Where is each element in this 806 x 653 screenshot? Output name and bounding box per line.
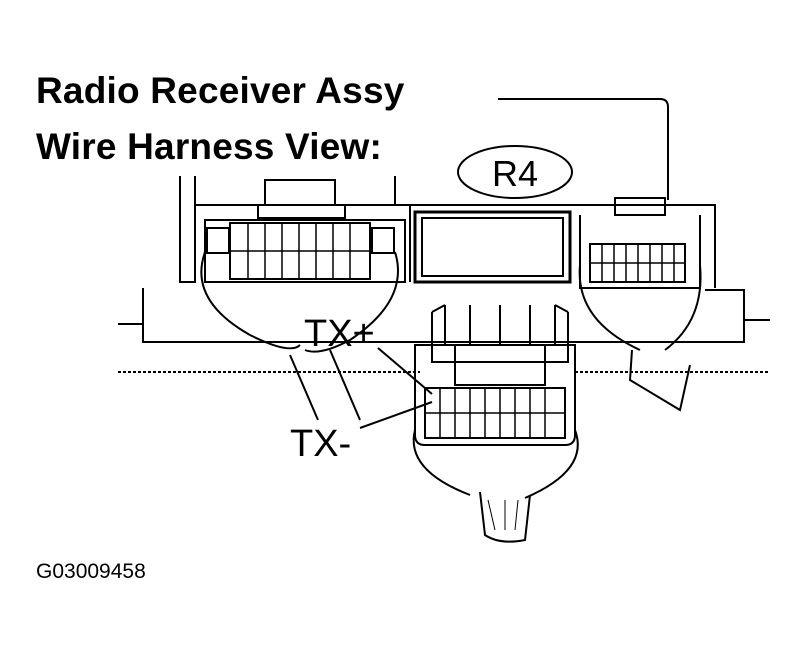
connector-tag-label: R4 bbox=[492, 153, 538, 194]
tx-minus-label: TX- bbox=[290, 423, 351, 465]
diagram-title-line1: Radio Receiver Assy bbox=[36, 70, 405, 111]
leader-line bbox=[498, 98, 669, 200]
left-connector bbox=[204, 179, 406, 283]
focus-connector bbox=[412, 304, 579, 543]
unit-body bbox=[142, 288, 745, 343]
center-box bbox=[413, 210, 572, 284]
tx-plus-leader bbox=[377, 347, 433, 395]
diagram-title-line2: Wire Harness View: bbox=[36, 126, 383, 167]
right-connector bbox=[578, 197, 702, 412]
connector-tag-r4: R4 bbox=[457, 145, 573, 199]
tx-plus-label: TX+ bbox=[304, 313, 375, 355]
figure-code: G03009458 bbox=[36, 560, 146, 583]
tx-minus-leader bbox=[359, 401, 433, 429]
